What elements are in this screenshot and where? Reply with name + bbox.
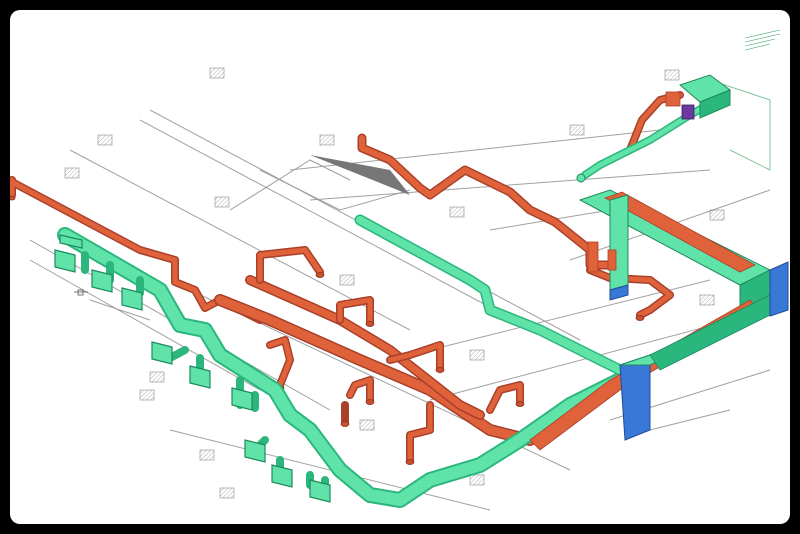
diffuser-drop <box>405 459 415 465</box>
diffuser-drop <box>515 401 525 407</box>
grid-marker <box>74 289 88 296</box>
diffuser-drop <box>340 421 350 427</box>
shadow-wedge <box>310 155 410 195</box>
rectangular-diffuser-icon <box>54 249 76 273</box>
diffuser-drop <box>365 399 375 405</box>
hatched-square-icon <box>664 69 680 81</box>
hatched-square-icon <box>569 124 585 136</box>
rectangular-diffuser-icon <box>271 464 293 488</box>
return-drops <box>10 195 645 465</box>
hatched-square-icon <box>139 389 155 401</box>
rectangular-diffuser-icon <box>121 287 143 311</box>
hvac-isometric-drawing <box>10 29 789 511</box>
hatched-square-icon <box>709 209 725 221</box>
main-riser <box>529 189 789 451</box>
diffuser-drop <box>635 315 645 321</box>
rectangular-diffuser-icon <box>91 269 113 293</box>
supply-diffusers <box>54 234 331 503</box>
rectangular-diffuser-icon <box>244 439 266 463</box>
rectangular-diffuser-icon <box>309 479 331 503</box>
hatched-square-icon <box>214 196 230 208</box>
diffuser-drop <box>315 272 325 278</box>
hatched-square-icon <box>149 371 165 383</box>
hatched-square-icon <box>469 349 485 361</box>
diffuser-drop <box>10 195 16 201</box>
rectangular-diffuser-icon <box>151 341 173 365</box>
hatched-square-icon <box>97 134 113 146</box>
hatched-square-icon <box>449 206 465 218</box>
rectangular-diffuser-icon <box>59 234 83 249</box>
drawing-canvas[interactable] <box>10 10 790 524</box>
hatched-square-icon <box>339 274 355 286</box>
air-handling-unit <box>576 74 732 183</box>
annotation-block <box>744 29 781 51</box>
diffuser-drop <box>435 367 445 373</box>
hatched-square-icon <box>219 487 235 499</box>
hatched-square-icon <box>699 294 715 306</box>
hatched-square-icon <box>199 449 215 461</box>
rectangular-diffuser-icon <box>189 365 211 389</box>
hatched-square-icon <box>319 134 335 146</box>
hatched-square-icon <box>209 67 225 79</box>
hatched-square-icon <box>359 419 375 431</box>
diffuser-drop <box>365 321 375 327</box>
rectangular-diffuser-icon <box>231 387 253 411</box>
hatched-square-icon <box>64 167 80 179</box>
hatched-square-icon <box>469 474 485 486</box>
